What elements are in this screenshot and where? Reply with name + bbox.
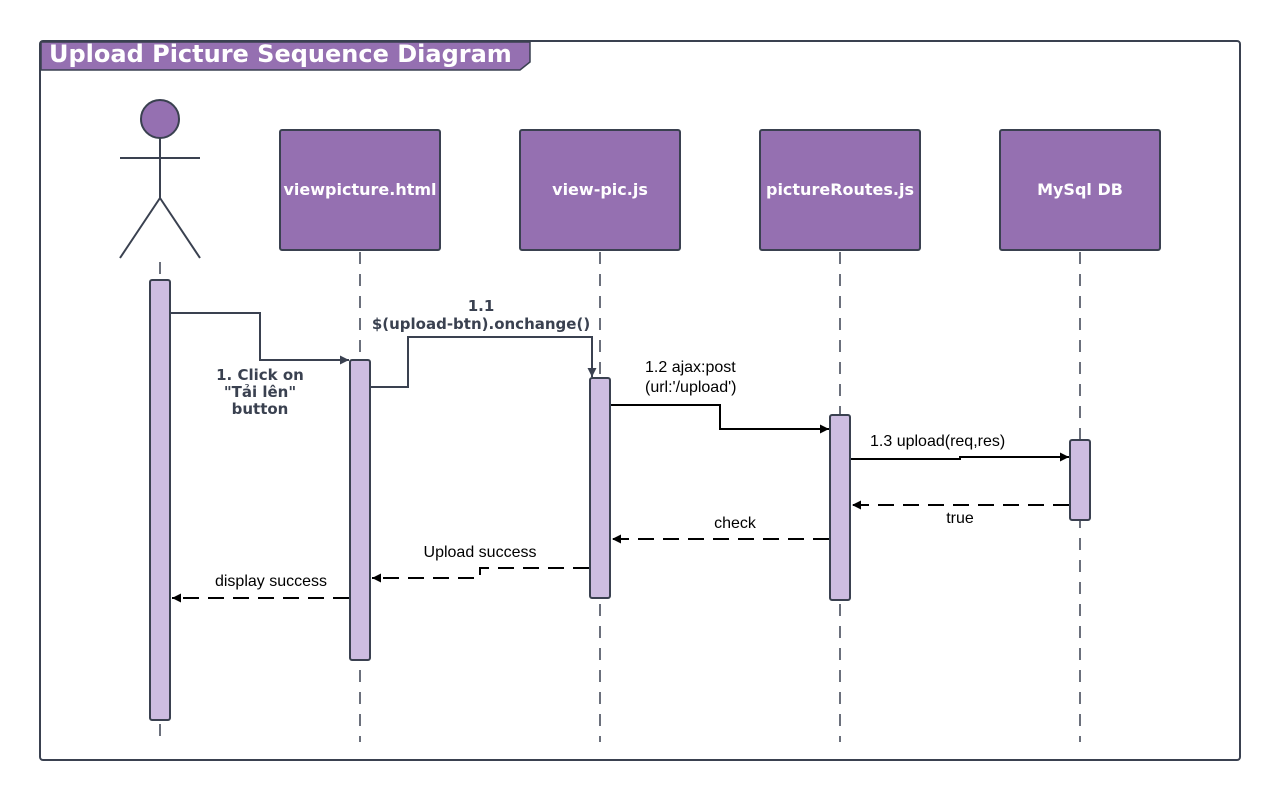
message-arrow-1 [171, 312, 349, 365]
diagram-title: Upload Picture Sequence Diagram [49, 40, 512, 68]
actor-user [119, 99, 201, 259]
message-arrow-1-3 [851, 452, 1069, 462]
message-label-1-1-line2: $(upload-btn).onchange() [372, 315, 590, 333]
message-label-1-2-line2: (url:'/upload') [645, 379, 736, 396]
return-arrow-upload-success [372, 567, 589, 583]
participant-viewpic: view-pic.js [519, 129, 681, 251]
activation-db [1069, 439, 1091, 521]
activation-viewpic [589, 377, 611, 599]
message-label-1-line2: "Tải lên" [224, 383, 296, 401]
message-arrow-1-1 [371, 336, 597, 388]
return-label-check: check [714, 515, 757, 532]
participant-routes: pictureRoutes.js [759, 129, 921, 251]
message-label-1-3: 1.3 upload(req,res) [870, 433, 1005, 450]
message-arrow-1-2 [611, 404, 829, 434]
participant-label-routes: pictureRoutes.js [766, 180, 914, 199]
actor-head-icon [140, 99, 180, 139]
participant-db: MySql DB [999, 129, 1161, 251]
return-label-true: true [946, 510, 974, 527]
participant-label-viewpicture: viewpicture.html [283, 180, 436, 199]
activation-viewpicture [349, 359, 371, 661]
participant-label-db: MySql DB [1037, 180, 1123, 199]
message-label-1-line3: button [232, 400, 289, 418]
return-label-display-success: display success [215, 573, 327, 590]
participant-label-viewpic: view-pic.js [552, 180, 648, 199]
activation-routes [829, 414, 851, 601]
message-label-1-line1: 1. Click on [216, 366, 304, 384]
title-tab [40, 41, 531, 71]
message-label-1-1-line1: 1.1 [468, 297, 495, 315]
return-label-upload-success: Upload success [424, 544, 537, 561]
activation-user [149, 279, 171, 721]
message-label-1-2-line1: 1.2 ajax:post [645, 359, 736, 376]
participant-viewpicture: viewpicture.html [279, 129, 441, 251]
